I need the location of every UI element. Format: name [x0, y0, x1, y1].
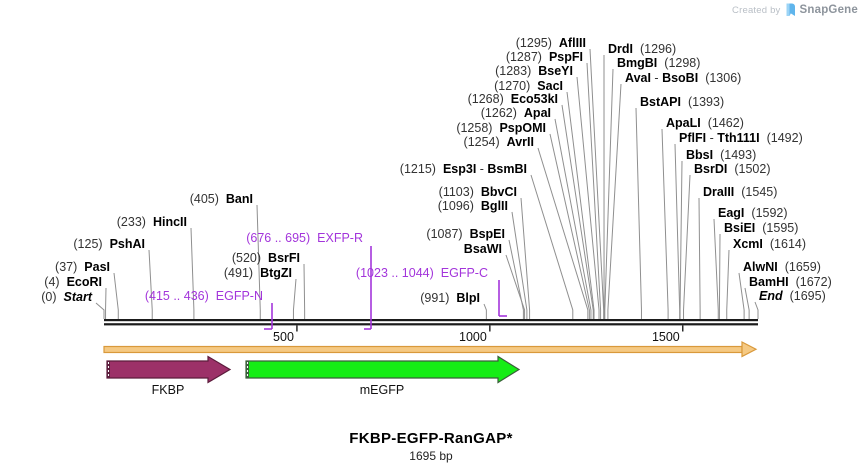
- callout-line-bbsi: [679, 160, 683, 319]
- feature-arrow-megfp[interactable]: [245, 355, 521, 384]
- enzyme-label-bamhi[interactable]: BamHI(1672): [749, 275, 832, 289]
- enzyme-label-blpi[interactable]: (991)BlpI: [420, 291, 480, 305]
- enzyme-label-hincii[interactable]: (233)HincII: [116, 215, 187, 229]
- callout-line-esp3i-bsmbi: [530, 174, 574, 319]
- enzyme-label-xcmi[interactable]: XcmI(1614): [733, 237, 807, 251]
- enzyme-label-eco53ki[interactable]: (1268)Eco53kI: [467, 92, 558, 106]
- feature-label-megfp[interactable]: mEGFP: [359, 383, 405, 397]
- enzyme-label-afliii[interactable]: (1295)AflIII: [515, 36, 586, 50]
- callout-line-bstapi: [635, 107, 642, 319]
- enzyme-label-bstapi[interactable]: BstAPI(1393): [640, 95, 725, 109]
- enzyme-label-bbvci[interactable]: (1103)BbvCI: [438, 185, 517, 199]
- callout-line-bsawi: [505, 254, 526, 319]
- callout-line-bspei: [508, 239, 524, 319]
- backbone-line: [103, 345, 743, 354]
- callout-line-eagi: [713, 218, 719, 319]
- enzyme-label-bseyi[interactable]: (1283)BseYI: [495, 64, 573, 78]
- enzyme-label-btgzi[interactable]: (491)BtgZI: [223, 266, 292, 280]
- enzyme-label-pshai[interactable]: (125)PshAI: [73, 237, 145, 251]
- callout-line-bsrfi: [303, 263, 306, 319]
- watermark: Created by SnapGene: [732, 3, 858, 17]
- callout-line-apai: [554, 118, 592, 319]
- callout-line-blpi: [483, 303, 487, 319]
- enzyme-label-end[interactable]: End(1695): [759, 289, 826, 303]
- enzyme-label-bsrfi[interactable]: (520)BsrFI: [231, 251, 300, 265]
- callout-line-pspomi: [549, 133, 590, 319]
- enzyme-label-eagi[interactable]: EagI(1592): [718, 206, 788, 220]
- callout-line-eco53ki: [561, 104, 594, 319]
- callout-line-draiii: [698, 197, 701, 319]
- callout-line-apali: [661, 128, 669, 319]
- callout-line-pspfi: [586, 62, 602, 319]
- callout-line-bseyi: [576, 76, 600, 319]
- enzyme-label-apai[interactable]: (1262)ApaI: [480, 106, 551, 120]
- enzyme-label-bsawi[interactable]: BsaWI: [463, 242, 502, 256]
- enzyme-label-saci[interactable]: (1270)SacI: [494, 79, 563, 93]
- primer-label-egfp-c[interactable]: (1023 .. 1044)EGFP-C: [355, 266, 488, 280]
- enzyme-label-bani[interactable]: (405)BanI: [189, 192, 253, 206]
- enzyme-label-alwni[interactable]: AlwNI(1659): [743, 260, 821, 274]
- callout-line-end: [754, 301, 759, 319]
- callout-line-avrii: [537, 147, 589, 319]
- map-length: 1695 bp: [409, 449, 453, 463]
- enzyme-label-pspomi[interactable]: (1258)PspOMI: [456, 121, 546, 135]
- feature-arrow-fkbp[interactable]: [106, 355, 232, 384]
- callout-line-bsrdi: [683, 174, 691, 319]
- map-title: FKBP-EGFP-RanGAP*: [349, 430, 513, 447]
- callout-line-bamhi: [744, 287, 750, 319]
- callout-line-bani: [256, 204, 261, 319]
- backbone-arrowhead: [741, 341, 758, 358]
- enzyme-label-avai-bsobi[interactable]: AvaI - BsoBI(1306): [625, 71, 742, 85]
- enzyme-label-bsrdi[interactable]: BsrDI(1502): [694, 162, 771, 176]
- callout-line-bmgbi: [604, 68, 614, 319]
- callout-line-btgzi: [292, 278, 297, 319]
- callout-line-avai-bsobi: [607, 83, 622, 319]
- callout-line-hincii: [190, 227, 195, 319]
- callout-line-saci: [566, 91, 595, 319]
- primer-label-exfp-r[interactable]: (676 .. 695)EXFP-R: [246, 231, 363, 245]
- callout-line-alwni: [738, 272, 745, 319]
- callout-line-pshai: [148, 249, 153, 319]
- enzyme-label-bmgbi[interactable]: BmgBI(1298): [617, 56, 701, 70]
- feature-start-edge-megfp: [246, 361, 249, 378]
- watermark-created-by: Created by: [732, 4, 781, 16]
- ruler-top-strand: [104, 319, 758, 322]
- enzyme-label-drdi[interactable]: DrdI(1296): [608, 42, 677, 56]
- enzyme-label-apali[interactable]: ApaLI(1462): [666, 116, 744, 130]
- callout-line-bsiei: [718, 233, 721, 319]
- ruler-tick-label-1500: 1500: [652, 330, 680, 344]
- enzyme-label-pspfi[interactable]: (1287)PspFI: [505, 50, 583, 64]
- enzyme-label-esp3i-bsmbi[interactable]: (1215)Esp3I - BsmBI: [399, 162, 527, 176]
- ruler-tick-label-500: 500: [273, 330, 294, 344]
- callout-line-xcmi: [726, 249, 730, 319]
- primer-label-egfp-n[interactable]: (415 .. 436)EGFP-N: [144, 289, 263, 303]
- ruler-tick-label-1000: 1000: [459, 330, 487, 344]
- callout-line-bbvci: [520, 197, 531, 319]
- callout-line-afliii: [589, 48, 605, 319]
- enzyme-label-ecori[interactable]: (4)EcoRI: [44, 275, 102, 289]
- callout-line-bglii: [511, 211, 528, 319]
- enzyme-label-pflfi-tth111i[interactable]: PflFI - Tth111I(1492): [679, 131, 803, 145]
- enzyme-label-bsiei[interactable]: BsiEI(1595): [724, 221, 799, 235]
- ruler-bottom-strand: [104, 323, 758, 326]
- callout-line-start: [95, 302, 105, 319]
- watermark-brand: SnapGene: [799, 4, 858, 16]
- enzyme-label-avrii[interactable]: (1254)AvrII: [463, 135, 534, 149]
- enzyme-label-draiii[interactable]: DraIII(1545): [703, 185, 778, 199]
- map-title-block: FKBP-EGFP-RanGAP* 1695 bp: [0, 430, 862, 464]
- enzyme-label-start[interactable]: (0)Start: [41, 290, 92, 304]
- enzyme-label-bbsi[interactable]: BbsI(1493): [686, 148, 757, 162]
- snapgene-logo-icon: [785, 3, 796, 17]
- feature-label-fkbp[interactable]: FKBP: [151, 383, 185, 397]
- enzyme-label-pasi[interactable]: (37)PasI: [55, 260, 110, 274]
- callout-line-pflfi-tth111i: [674, 143, 681, 319]
- callout-line-pasi: [113, 272, 119, 319]
- enzyme-label-bspei[interactable]: (1087)BspEI: [426, 227, 505, 241]
- enzyme-label-bglii[interactable]: (1096)BglII: [437, 199, 508, 213]
- feature-start-edge-fkbp: [107, 361, 110, 378]
